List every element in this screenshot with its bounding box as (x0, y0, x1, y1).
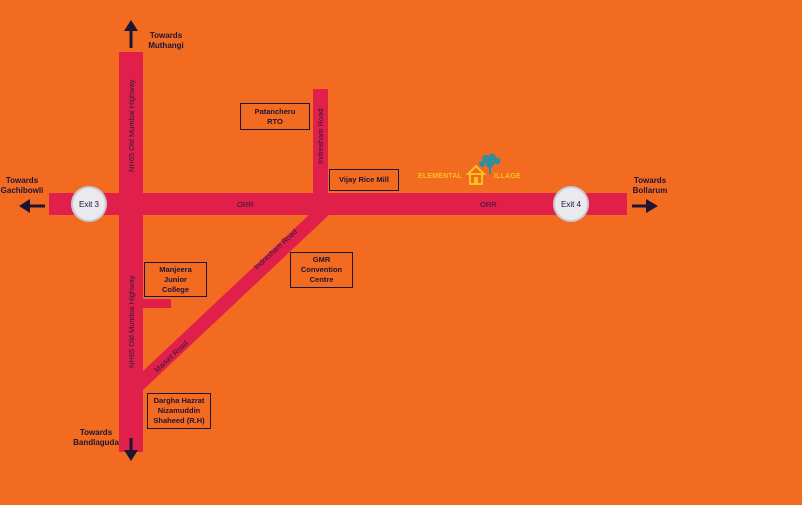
arrow-left-icon (19, 199, 45, 213)
arrow-up-icon (124, 20, 138, 48)
landmark-manjeera-line3: College (161, 284, 190, 294)
exit-4-label: Exit 4 (560, 199, 581, 209)
tree-house-icon (465, 153, 501, 185)
landmark-dargha-line3: Shaheed (R.H) (153, 416, 205, 425)
direction-bollarum-line2: Bollarum (632, 186, 668, 195)
logo-text-part1: ELEMENTAL (418, 173, 463, 180)
landmark-gmr-line2: Convention (300, 265, 343, 274)
direction-gachibowli-line2: Gachibowli (0, 186, 44, 195)
landmark-manjeera-line2: Junior (164, 274, 187, 284)
direction-bandlaguda-line1: Towards (79, 428, 113, 437)
landmark-vijay-line1: Vijay Rice Mill (339, 175, 389, 184)
landmark-patancheru-line2: RTO (267, 116, 283, 126)
label-orr-left: ORR (237, 200, 254, 209)
label-market-road: Market Road (152, 339, 190, 375)
arrows (19, 20, 658, 461)
label-nh65-upper: NH65 Old Mumbai Highway (127, 79, 136, 172)
road-nh65 (119, 52, 143, 452)
road-orr (49, 193, 627, 215)
exit-4-marker: Exit 4 (553, 186, 589, 222)
landmark-dargha-line2: Nizamuddin (157, 406, 201, 415)
landmark-gmr-line1: GMR (312, 255, 331, 264)
exit-3-marker: Exit 3 (71, 186, 107, 222)
landmark-dargha-line1: Dargha Hazrat (153, 396, 205, 405)
landmark-patancheru-line1: Patancheru (254, 106, 296, 116)
road-spur-manjeera (143, 299, 171, 308)
landmark-manjeera-line1: Manjeera (159, 264, 192, 274)
direction-gachibowli-line1: Towards (5, 176, 39, 185)
elemental-village-logo: ELEMENTAL ILLAGE (418, 152, 522, 188)
direction-gachibowli: Towards Gachibowli (0, 176, 44, 196)
road-indresham-diagonal (143, 213, 331, 390)
direction-bandlaguda-line2: Bandlaguda (73, 438, 119, 447)
direction-muthangi-line2: Muthangi (148, 41, 184, 50)
direction-bollarum-line1: Towards (633, 176, 667, 185)
landmark-vijay-rice-mill: Vijay Rice Mill (329, 169, 399, 191)
exit-3-label: Exit 3 (78, 199, 99, 209)
landmark-gmr-convention: GMR Convention Centre (290, 252, 353, 288)
label-indresham-upper: Indresham Road (316, 109, 325, 164)
arrow-down-icon (124, 438, 138, 461)
label-orr-right: ORR (480, 200, 497, 209)
landmark-manjeera-college: Manjeera Junior College (144, 262, 207, 297)
direction-muthangi: Towards Muthangi (138, 31, 194, 51)
roads (49, 52, 627, 452)
label-nh65-lower: NH65 Old Mumbai Highway (127, 275, 136, 368)
direction-muthangi-line1: Towards (149, 31, 183, 40)
road-indresham-upper (313, 89, 328, 195)
landmark-dargha: Dargha Hazrat Nizamuddin Shaheed (R.H) (147, 393, 211, 429)
landmark-patancheru-rto: Patancheru RTO (240, 103, 310, 130)
arrow-right-icon (632, 199, 658, 213)
direction-bandlaguda: Towards Bandlaguda (68, 428, 124, 448)
landmark-gmr-line3: Centre (309, 275, 334, 284)
direction-bollarum: Towards Bollarum (626, 176, 674, 196)
logo-text-part2: ILLAGE (494, 173, 521, 180)
